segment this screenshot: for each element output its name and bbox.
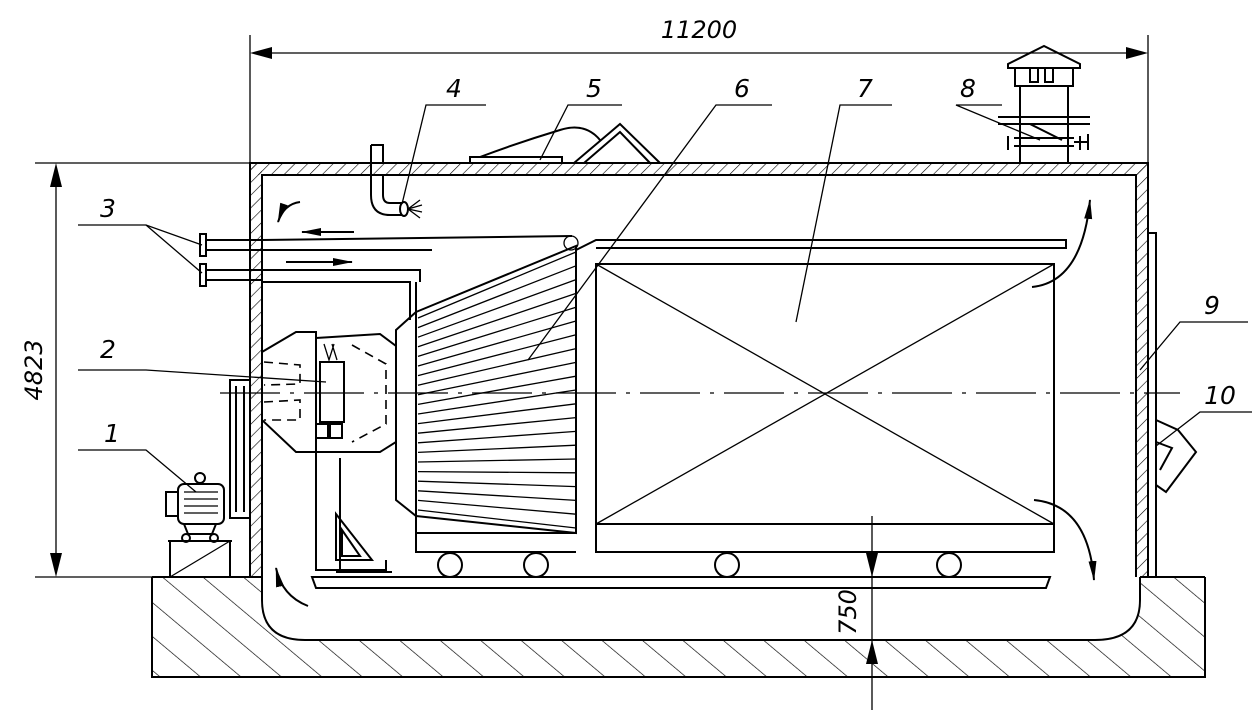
chamber-walls <box>249 162 1149 577</box>
dimension-clearance: 750 <box>834 516 890 710</box>
callout-8-label: 8 <box>960 74 976 103</box>
callout-7-label: 7 <box>857 74 873 103</box>
heat-exchanger-fin <box>417 389 577 415</box>
heat-exchanger-fin <box>417 490 577 502</box>
heat-exchanger-fin <box>417 251 577 319</box>
heat-exchanger-fin <box>417 306 577 358</box>
callout-9-label: 9 <box>1204 291 1220 320</box>
callout-9: 9 <box>1139 291 1248 371</box>
heat-exchanger-fin <box>417 480 577 488</box>
heat-exchanger-fin <box>417 320 577 367</box>
load-cart <box>595 263 1055 578</box>
heat-exchanger-fin <box>417 430 577 444</box>
callout-6-label: 6 <box>734 74 750 103</box>
heat-exchanger-cart <box>415 282 576 578</box>
heat-exchanger-fin <box>417 458 577 463</box>
door-panel <box>1147 232 1198 578</box>
heat-exchanger-fin <box>417 334 577 377</box>
callout-4-label: 4 <box>446 74 462 103</box>
callout-4: 4 <box>401 74 486 205</box>
heat-exchanger-fin <box>417 499 577 515</box>
callout-10: 10 <box>1155 381 1252 447</box>
callout-5: 5 <box>539 74 622 161</box>
floor-rail <box>310 576 1052 589</box>
heat-exchanger-fin <box>417 470 577 474</box>
callout-3-label: 3 <box>100 194 116 223</box>
callout-2-label: 2 <box>100 335 116 364</box>
heat-exchanger-fin <box>417 347 577 386</box>
fan-motor <box>165 379 251 578</box>
exhaust-chimney <box>998 44 1090 163</box>
callout-2: 2 <box>78 335 327 383</box>
heat-exchanger-fin <box>417 292 577 348</box>
heat-exchanger-fin <box>417 416 577 434</box>
dimension-clearance-label: 750 <box>834 589 862 635</box>
callout-1: 1 <box>78 419 197 493</box>
callout-10-label: 10 <box>1204 381 1236 410</box>
heat-exchanger-fin <box>417 509 577 529</box>
axial-fan <box>261 331 397 573</box>
spray-nozzle <box>370 144 423 219</box>
steam-pipes <box>199 233 421 320</box>
callout-1-label: 1 <box>104 419 120 448</box>
heat-exchanger <box>395 244 577 535</box>
roof-hatch <box>469 122 661 164</box>
dimension-height-label: 4823 <box>20 339 48 400</box>
dimension-length-label: 11200 <box>661 16 737 44</box>
heat-exchanger-fin <box>417 278 577 338</box>
upper-air-duct <box>261 235 1067 251</box>
callout-5-label: 5 <box>586 74 602 103</box>
dimension-height: 4823 <box>20 162 250 578</box>
callout-8: 8 <box>955 74 1041 141</box>
heat-exchanger-fin <box>417 361 577 396</box>
callout-6: 6 <box>527 74 772 361</box>
callout-3: 3 <box>78 194 203 274</box>
heat-exchanger-fin <box>417 265 577 329</box>
heat-exchanger-fin <box>417 403 577 425</box>
dimension-length: 11200 <box>249 16 1149 163</box>
callout-7: 7 <box>795 74 892 323</box>
foundation <box>151 576 1206 678</box>
heat-exchanger-fin <box>417 375 577 406</box>
heat-exchanger-fin <box>417 444 577 454</box>
airflow-arrows <box>275 199 1097 607</box>
